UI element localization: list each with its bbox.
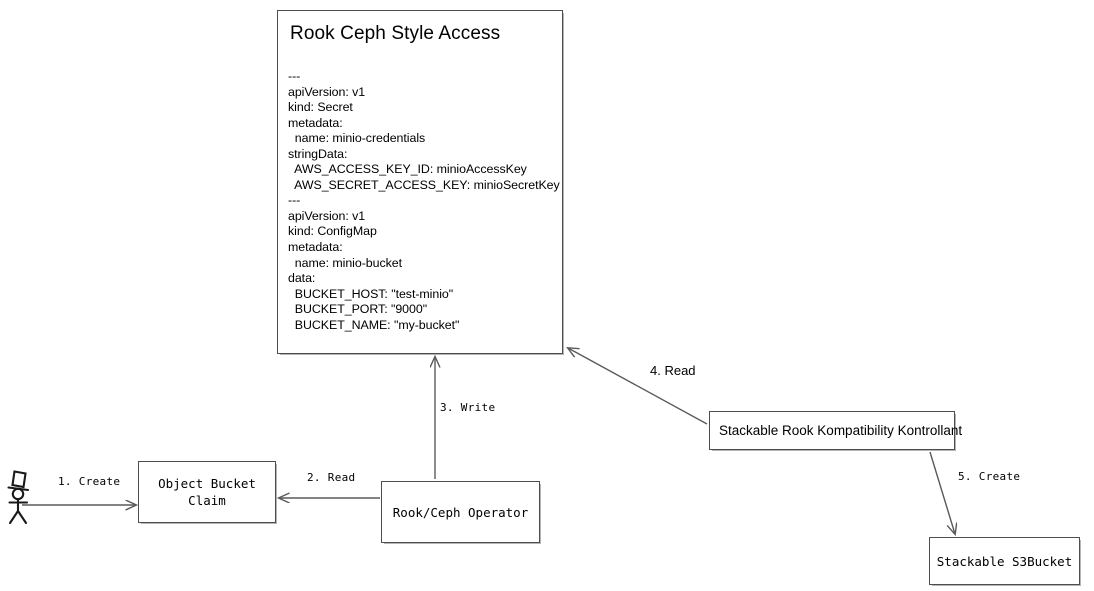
node-stackable-rook-kompatibility-kontrollant[interactable]: Stackable Rook Kompatibility Kontrollant <box>709 411 962 450</box>
node-rook-ceph-operator-label: Rook/Ceph Operator <box>392 504 529 520</box>
edge-label-5-create: 5. Create <box>958 470 1021 483</box>
edge-label-2-read: 2. Read <box>307 471 356 484</box>
yaml-panel: Rook Ceph Style Access --- apiVersion: v… <box>277 10 563 354</box>
node-object-bucket-claim[interactable]: Object Bucket Claim <box>138 461 276 523</box>
node-stackable-s3bucket[interactable]: Stackable S3Bucket <box>929 537 1080 585</box>
edge-label-1-create: 1. Create <box>58 475 121 488</box>
edge-5-create <box>929 451 955 534</box>
node-rook-ceph-operator[interactable]: Rook/Ceph Operator <box>381 481 540 543</box>
node-stackable-s3bucket-label: Stackable S3Bucket <box>936 553 1073 569</box>
node-stackable-controller-label: Stackable Rook Kompatibility Kontrollant <box>719 423 963 438</box>
node-object-bucket-claim-label: Object Bucket Claim <box>158 476 256 508</box>
yaml-panel-title: Rook Ceph Style Access <box>290 23 501 44</box>
stick-figure-with-top-hat-icon <box>7 470 30 525</box>
edge-label-4-read: 4. Read <box>650 363 696 378</box>
edge-label-3-write: 3. Write <box>440 401 496 414</box>
edge-4-read <box>568 348 708 425</box>
yaml-panel-content: --- apiVersion: v1 kind: Secret metadata… <box>288 69 560 332</box>
